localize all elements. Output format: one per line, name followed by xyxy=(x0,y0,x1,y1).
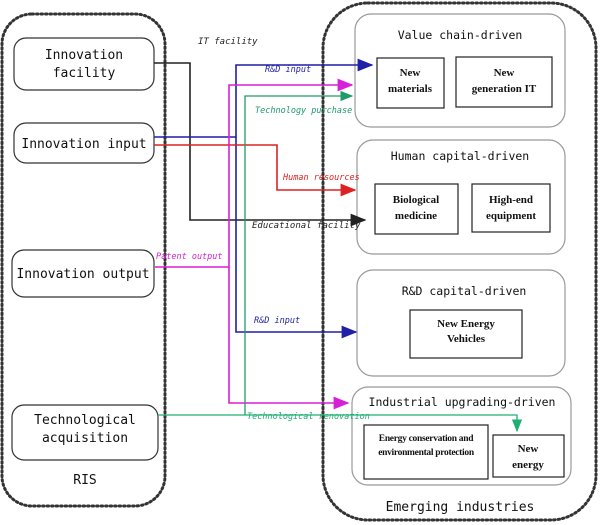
connector-technology-purchase xyxy=(244,90,354,415)
connector-rd-input-bottom xyxy=(235,137,358,339)
ris-box-technological-acquisition[interactable]: Technological acquisition xyxy=(11,404,159,461)
connector-label-human-resources: Human resources xyxy=(282,173,360,183)
industry-new-generation-it[interactable]: New generation IT xyxy=(455,56,553,108)
industry-new-energy-vehicles[interactable]: New Energy Vehicles xyxy=(409,309,523,359)
industry-new-energy[interactable]: New energy xyxy=(492,434,565,478)
panel-industrial-upgrading-driven[interactable]: Industrial upgrading-driven Energy conse… xyxy=(351,386,572,486)
ris-box-innovation-output[interactable]: Innovation output xyxy=(11,249,155,298)
connector-label-technological-renovation: Technological renovation xyxy=(247,412,370,422)
industry-label: Biological xyxy=(393,194,439,206)
connector-patent-output-top xyxy=(155,78,354,268)
connector-label-rd-input-bottom: R&D input xyxy=(254,316,300,326)
emerging-industries-group-container xyxy=(321,1,598,522)
connector-label-technology-purchase: Technology purchase xyxy=(255,106,352,116)
industry-label: High-end xyxy=(489,194,533,206)
industry-label: New Energy xyxy=(437,318,495,330)
industry-high-end-equipment[interactable]: High-end equipment xyxy=(471,183,551,233)
ris-box-label: acquisition xyxy=(42,431,128,446)
industry-label: medicine xyxy=(395,210,437,222)
panel-title: R&D capital-driven xyxy=(402,284,527,298)
ris-group-container xyxy=(0,12,167,508)
industry-energy-conservation[interactable]: Energy conservation and environmental pr… xyxy=(363,424,489,480)
connector-rd-input-top xyxy=(154,58,374,138)
industry-label: environmental protection xyxy=(378,448,475,458)
connector-patent-output-bottom xyxy=(228,267,350,410)
industry-label: energy xyxy=(512,459,544,471)
connector-label-educational-facility: Educational facility xyxy=(252,221,361,231)
ris-box-label: Innovation xyxy=(45,48,123,63)
ris-group-label: RIS xyxy=(73,473,96,488)
panel-value-chain-driven[interactable]: Value chain-driven New materials New gen… xyxy=(354,13,566,128)
industry-label: materials xyxy=(388,83,433,95)
industry-label: New xyxy=(518,443,539,455)
industry-label: equipment xyxy=(486,210,536,222)
industry-biological-medicine[interactable]: Biological medicine xyxy=(374,183,459,235)
ris-box-label: Innovation output xyxy=(16,267,149,282)
panel-human-capital-driven[interactable]: Human capital-driven Biological medicine… xyxy=(356,139,566,255)
connector-technological-renovation xyxy=(158,414,523,433)
ris-box-label: facility xyxy=(53,66,116,81)
connector-label-patent-output: Patent output xyxy=(156,252,223,262)
connector-educational-facility xyxy=(154,62,367,227)
panel-rd-capital-driven[interactable]: R&D capital-driven New Energy Vehicles xyxy=(356,269,566,377)
industry-new-materials[interactable]: New materials xyxy=(376,57,445,109)
industry-label: New xyxy=(400,67,421,79)
ris-box-innovation-input[interactable]: Innovation input xyxy=(13,122,155,164)
industry-label: Energy conservation and xyxy=(379,434,474,444)
industry-label: Vehicles xyxy=(447,333,486,345)
connector-human-resources xyxy=(154,144,357,197)
industry-label: generation IT xyxy=(472,83,537,95)
panel-title: Industrial upgrading-driven xyxy=(369,395,556,409)
ris-box-innovation-facility[interactable]: Innovation facility xyxy=(13,37,155,91)
connector-label-it-facility: IT facility xyxy=(198,37,258,47)
ris-box-label: Innovation input xyxy=(21,137,146,152)
panel-title: Value chain-driven xyxy=(398,28,523,42)
ris-box-label: Technological xyxy=(34,413,136,428)
industry-label: New xyxy=(494,67,515,79)
connector-label-rd-input-top: R&D input xyxy=(265,65,311,75)
emerging-group-label: Emerging industries xyxy=(386,500,535,515)
panel-title: Human capital-driven xyxy=(391,149,529,163)
